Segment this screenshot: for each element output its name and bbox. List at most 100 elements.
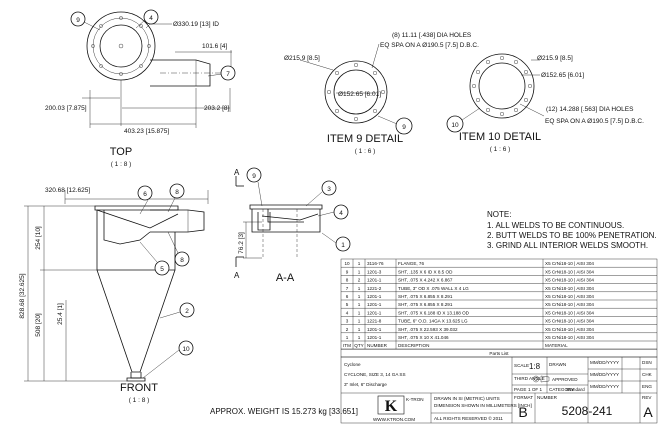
ktron-logo: K K-TRON [377,395,424,415]
parts-cell-itm: 3 [346,319,349,324]
rights-line: ALL RIGHTS RESERVED © 2011 [434,415,503,421]
balloon-front-10: 10 [182,346,190,353]
scale-label: SCALE [514,363,529,368]
approx-weight: APPROX. WEIGHT IS 15.273 kg [33.651] [210,407,358,416]
approved-label: APPROVED [552,377,578,382]
note-1: 1. ALL WELDS TO BE CONTINUOUS. [487,221,624,230]
title-line3: 3" Inlet, 6" Discharge [344,382,387,387]
item10-inner-dim: Ø152.65 [6.01] [541,72,584,79]
rev-value: A [643,404,653,420]
item10-title: ITEM 10 DETAIL [459,131,541,143]
ktron-brand: K-TRON [406,397,424,402]
parts-cell-material: X5 CrNi18-10 | AISI 304 [545,335,594,340]
parts-cell-material: X5 CrNi18-10 | AISI 304 [545,286,594,291]
top-outer-flange [86,11,156,81]
item9-holes-line1: (8) 11.11 [.438] DIA HOLES [392,32,472,39]
parts-cell-number: 1221-8 [367,319,382,324]
date-1: MM/DD/YYYY [590,360,619,365]
balloon-front-8a: 8 [175,189,179,196]
parts-cell-description: TUBE, 3" OD X .075 WALL X 4 LG [398,286,469,291]
balloon-top-4: 4 [149,15,153,22]
dim-top-101: 101.6 [4] [202,43,227,50]
parts-cell-itm: 8 [346,278,349,283]
dim-front-width: 320.68 [12.625] [45,187,90,194]
units-line2: DIMENSION SHOWN IN MILLIMETERS [INCH] [434,403,532,408]
parts-cell-description: SHT, .135 X 6 ID X 8.5 OD [398,269,453,274]
front-view-label: FRONT [120,382,158,394]
parts-cell-qty: 1 [358,302,361,307]
format-value: B [518,404,527,420]
parts-cell-material: X5 CrNi18-10 | AISI 304 [545,261,594,266]
parts-cell-material: X5 CrNi18-10 | AISI 304 [545,278,594,283]
section-view: A A 76.2 [3] 9 3 4 1 A-A [234,167,351,284]
parts-cell-number: 1201-1 [367,294,382,299]
item10-scale: ( 1 : 6 ) [490,146,511,153]
dim-top-203: 203.2 [8] [204,105,229,112]
parts-cell-material: X5 CrNi18-10 | AISI 304 [545,319,594,324]
category-label: CATEGORY [549,387,574,392]
parts-cell-itm: 2 [346,327,349,332]
format-label: FORMAT [514,395,533,400]
item9-inner-dim: Ø152.65 [6.01] [338,91,381,98]
parts-cell-description: TUBE, 6" O.D. 14GA X 13.625 LG [398,319,468,324]
sig-3: ENG [642,384,652,389]
parts-cell-description: SHT, .075 X 6.855 X 8.291 [398,294,453,299]
parts-cell-description: SHT, .075 X 22.593 X 39.032 [398,327,458,332]
parts-cell-qty: 1 [358,294,361,299]
balloon-item10: 10 [451,122,459,129]
parts-cell-itm: 10 [344,261,350,266]
top-view-label: TOP [110,146,132,158]
parts-header-number: NUMBER [367,343,388,348]
balloon-front-5: 5 [160,266,164,273]
dim-top-200: 200.03 [7.875] [45,105,87,112]
dim-front-254: 254 [10] [35,226,42,250]
parts-cell-description: FLANGE, 76 [398,261,424,266]
section-cut-a-bottom: A [234,271,240,280]
title-line2: CYCLONE, SIZE 3, 14 GA SS [344,372,406,377]
section-label: A-A [276,272,295,284]
balloon-front-8b: 8 [180,257,184,264]
item10-outer-dim: Ø215.9 [8.5] [537,55,573,62]
dim-front-508: 508 [20] [35,313,42,337]
item9-detail: (8) 11.11 [.438] DIA HOLES EQ SPA ON A Ø… [284,32,479,155]
parts-header-description: DESCRIPTION [398,343,429,348]
item9-outer-dim: Ø215.9 [8.5] [284,55,320,62]
dim-front-828: 828.68 [32.625] [19,273,26,318]
page-label: PAGE [514,387,526,392]
rev-label: REV [642,395,652,400]
balloon-section-4: 4 [339,210,343,217]
number-value: 5208-241 [562,404,613,418]
parts-header-material: MATERIAL [545,343,568,348]
sig-2: CHK [642,372,653,377]
page-value: 1 OF 1 [528,387,542,392]
number-label: NUMBER [537,395,558,400]
parts-cell-number: 1201-1 [367,310,382,315]
dim-top-403: 403.23 [15.875] [124,128,169,135]
parts-cell-number: 1201-1 [367,278,382,283]
balloon-top-7: 7 [226,71,230,78]
parts-cell-description: SHT, .075 X 6.188 ID X 13.188 OD [398,310,470,315]
parts-cell-qty: 1 [358,269,361,274]
title-block: Cyclone CYCLONE, SIZE 3, 14 GA SS 3" Inl… [340,356,658,424]
parts-cell-qty: 1 [358,261,361,266]
title-name: Cyclone [344,362,361,367]
scale-value: 1:8 [529,362,541,371]
note-2: 2. BUTT WELDS TO BE 100% PENETRATION. [487,231,657,240]
dim-front-25: 25.4 [1] [57,303,64,325]
top-bolt-circle [92,17,150,75]
sig-1: DSN [642,360,652,365]
notes: NOTE: 1. ALL WELDS TO BE CONTINUOUS. 2. … [487,210,657,250]
item9-scale: ( 1 : 6 ) [355,148,376,155]
parts-cell-qty: 1 [358,327,361,332]
parts-cell-number: 1201-1 [367,327,382,332]
front-view: 320.68 [12.625] 828.68 [32.625] 254 [10]… [19,183,209,404]
parts-cell-qty: 1 [358,310,361,315]
parts-cell-description: SHT, .075 X 6.855 X 8.291 [398,302,453,307]
parts-list-caption: Parts List [489,351,509,356]
front-view-scale: ( 1 : 8 ) [129,397,150,404]
parts-cell-itm: 7 [346,286,349,291]
dim-top-id: Ø330.19 [13] ID [173,21,219,28]
section-cut-a-top: A [234,168,240,177]
item10-holes-line2: EQ SPA ON A Ø190.5 [7.5] D.B.C. [545,118,644,125]
